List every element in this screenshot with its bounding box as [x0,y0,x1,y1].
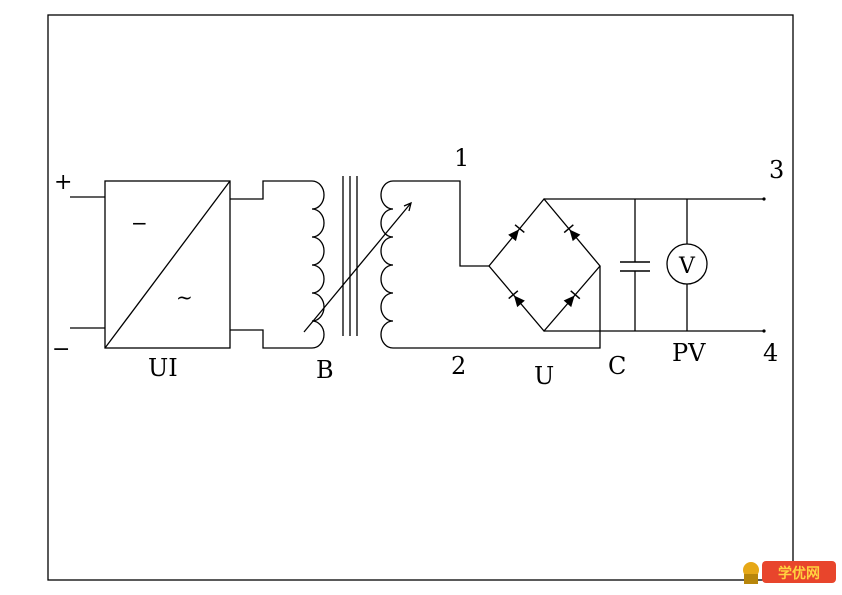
output-rails [544,197,766,333]
node-4-label: 4 [763,339,778,367]
rectifier-label: U [534,362,554,390]
ui-ac-symbol: ~ [176,285,193,309]
ui-label: UI [148,354,178,382]
node-2-label: 2 [451,352,466,380]
plus-terminal-label: + [54,170,72,195]
ui-dc-symbol: − [131,211,148,235]
bridge-rectifier [488,197,601,333]
secondary-wires [393,180,601,349]
minus-terminal-label: − [52,337,70,362]
voltmeter-label: PV [672,339,706,367]
transformer-label: B [316,356,334,384]
voltmeter [666,199,708,331]
transformer-core [342,176,358,336]
primary-wires [230,180,312,349]
node-3-label: 3 [769,156,784,184]
ui-converter-block [104,180,231,349]
capacitor-label: C [608,352,626,380]
capacitor [620,199,650,331]
watermark-text: 学优网 [778,565,820,582]
variable-arrow-icon [303,201,412,333]
node-1-label: 1 [454,144,469,172]
watermark-logo: 学优网 [743,561,836,584]
transformer-primary-coil [311,180,325,349]
input-wires [70,196,105,329]
voltmeter-symbol: V [678,254,696,279]
transformer-secondary-coil [380,180,394,349]
diagram-frame [47,14,794,581]
